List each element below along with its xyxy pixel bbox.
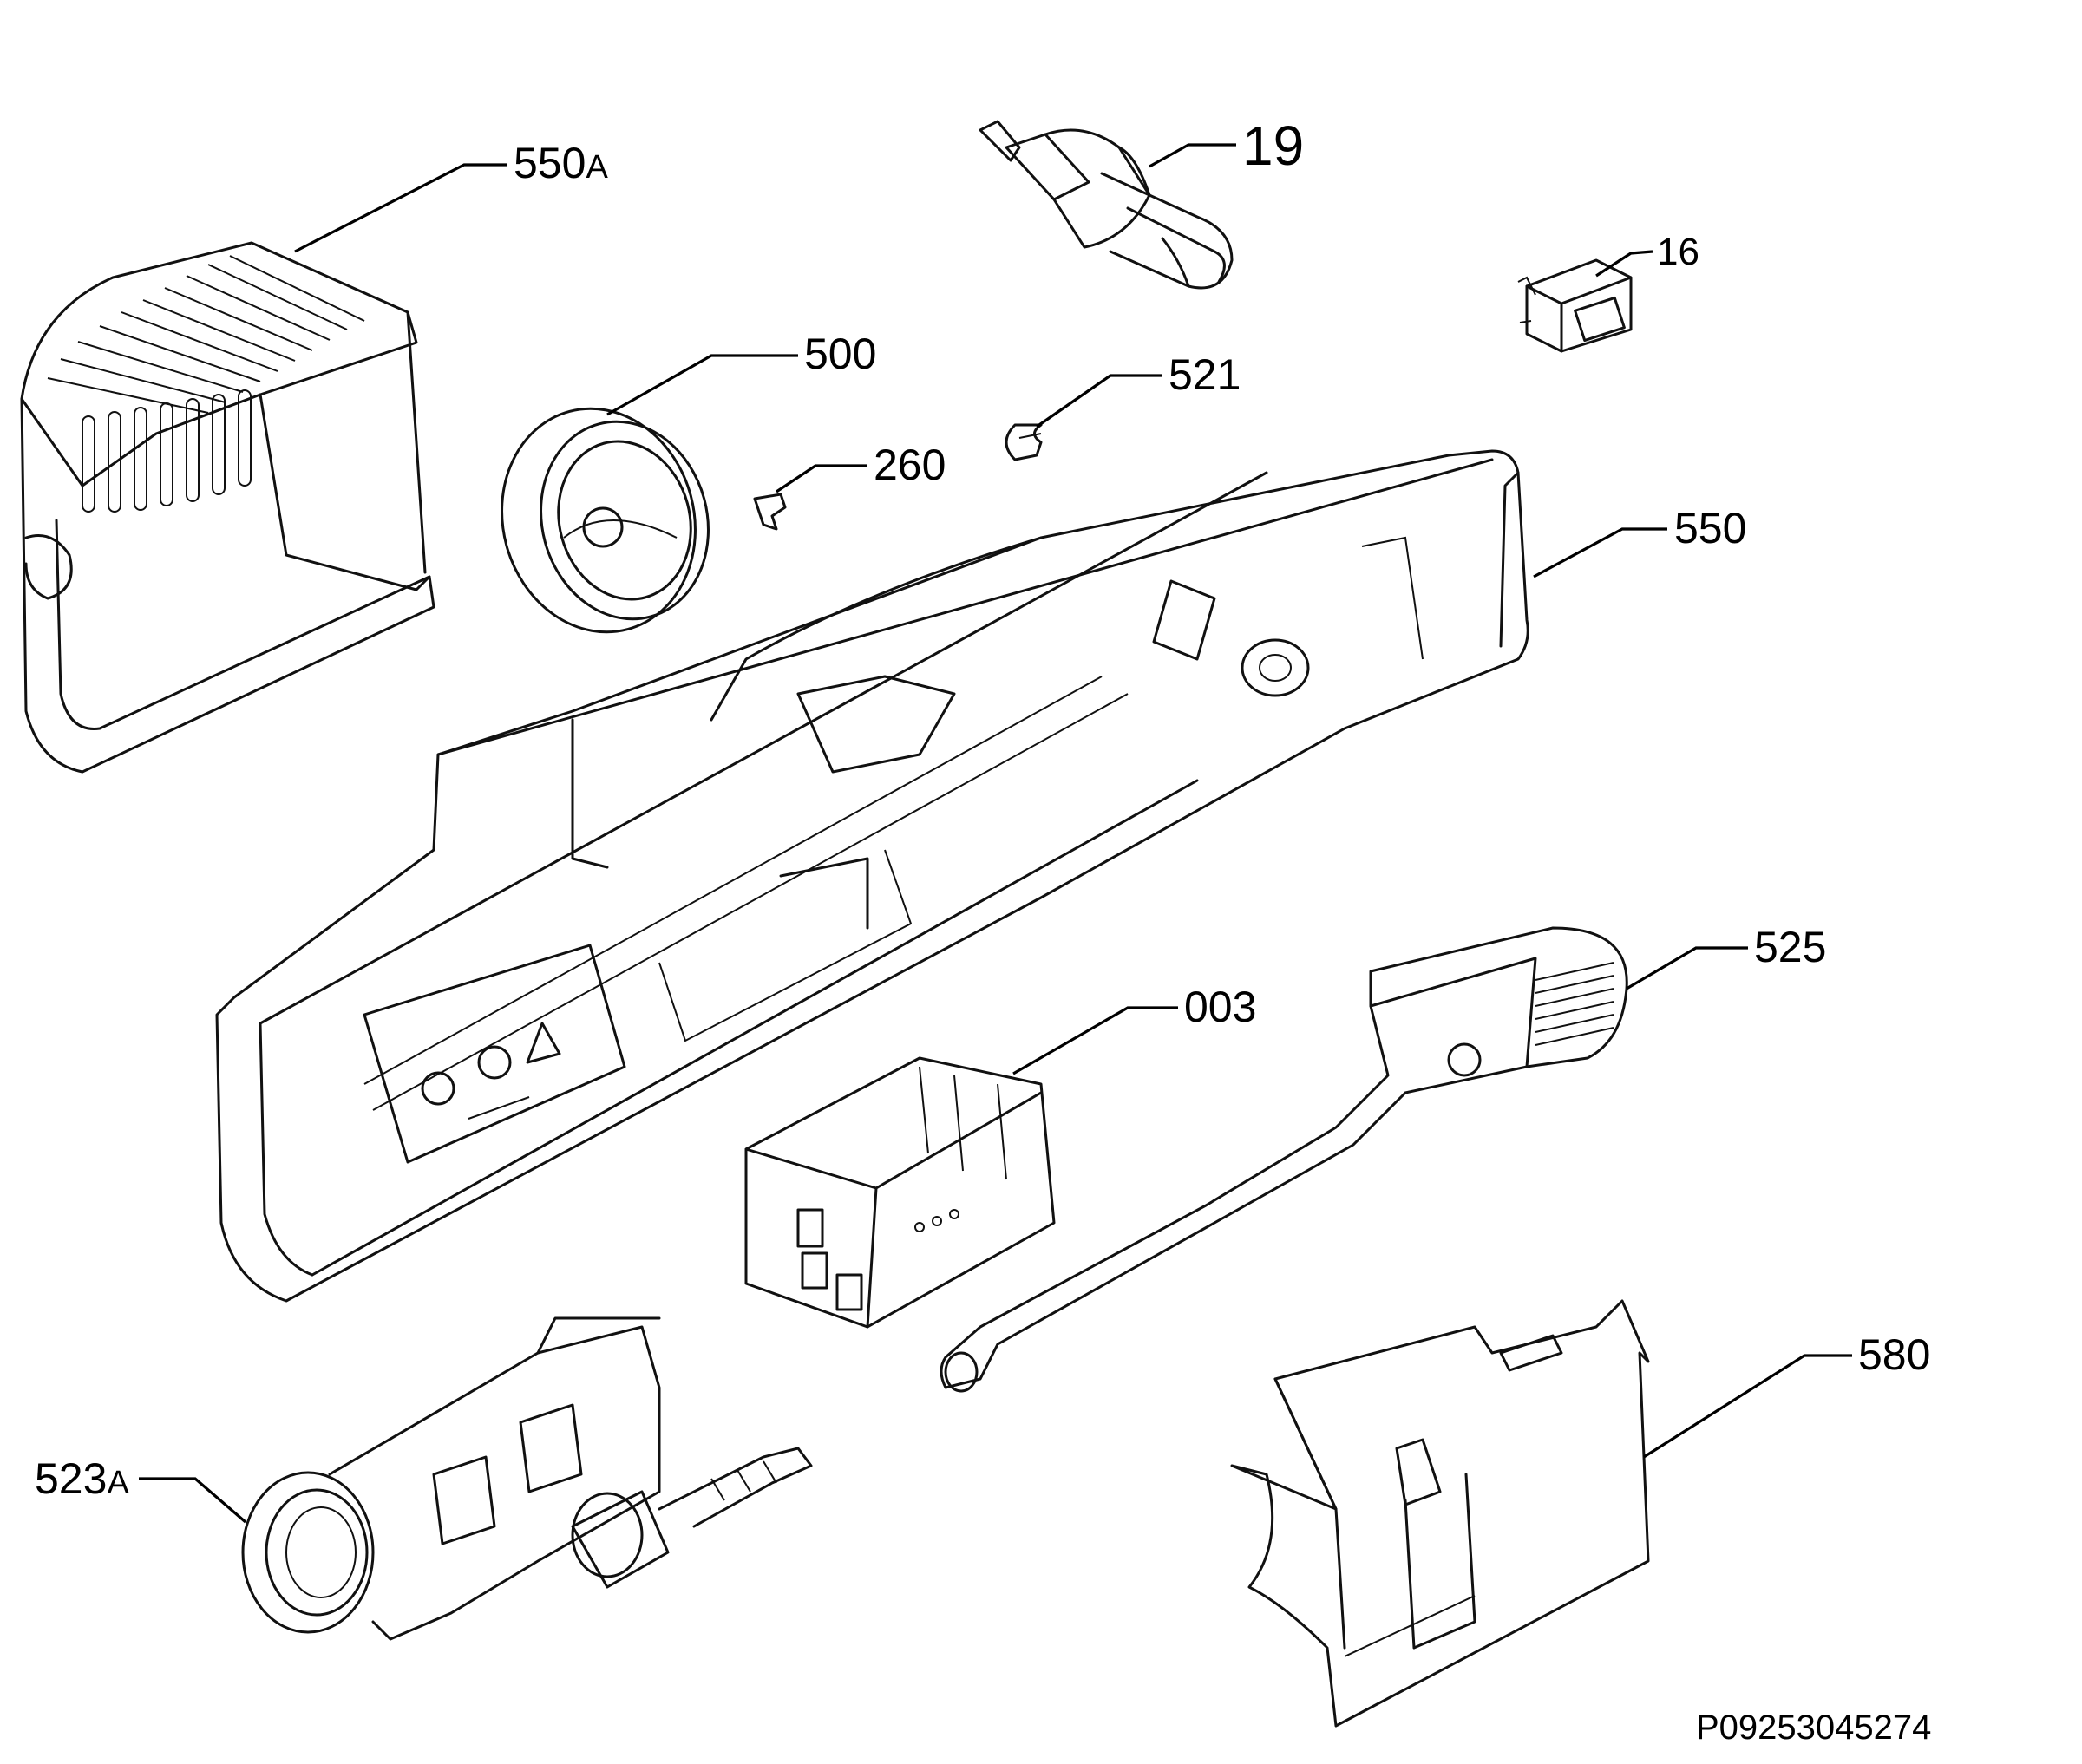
drawing-code: P09253045274 bbox=[1696, 1708, 1931, 1747]
callout-525: 525 bbox=[1754, 923, 1826, 971]
part-525-lever bbox=[940, 926, 1628, 1393]
leader-550a bbox=[294, 163, 507, 253]
callout-19: 19 bbox=[1242, 114, 1304, 177]
leader-003 bbox=[1012, 1006, 1178, 1075]
callout-500: 500 bbox=[804, 330, 876, 378]
leader-260 bbox=[776, 464, 868, 493]
leader-525 bbox=[1626, 946, 1748, 990]
part-550-housing bbox=[215, 449, 1529, 1303]
callout-580: 580 bbox=[1858, 1330, 1930, 1379]
leader-16 bbox=[1595, 250, 1653, 278]
leader-lines bbox=[139, 143, 1852, 1524]
part-500-knob bbox=[501, 407, 710, 634]
callout-003: 003 bbox=[1184, 983, 1256, 1031]
part-550a-vent-cover bbox=[20, 241, 435, 774]
part-521-clip bbox=[1005, 423, 1043, 461]
callout-521: 521 bbox=[1169, 350, 1241, 399]
part-523a-light-module bbox=[241, 1316, 813, 1641]
leader-550 bbox=[1533, 527, 1667, 578]
part-580-bracket bbox=[1230, 1299, 1650, 1728]
leader-500 bbox=[606, 354, 798, 416]
callout-550: 550 bbox=[1674, 504, 1746, 552]
part-003-thermostat bbox=[744, 1056, 1056, 1329]
part-19-lamp bbox=[979, 120, 1234, 290]
part-260-spring bbox=[753, 493, 787, 531]
callout-523a: 523A bbox=[35, 1454, 129, 1503]
callout-260: 260 bbox=[874, 441, 946, 489]
leader-19 bbox=[1149, 143, 1236, 168]
part-16-switch bbox=[1517, 258, 1633, 353]
callout-16: 16 bbox=[1657, 231, 1699, 273]
leader-521 bbox=[1036, 374, 1162, 428]
leader-580 bbox=[1643, 1354, 1852, 1459]
callout-550a: 550A bbox=[514, 139, 608, 187]
leader-523a bbox=[139, 1477, 247, 1524]
